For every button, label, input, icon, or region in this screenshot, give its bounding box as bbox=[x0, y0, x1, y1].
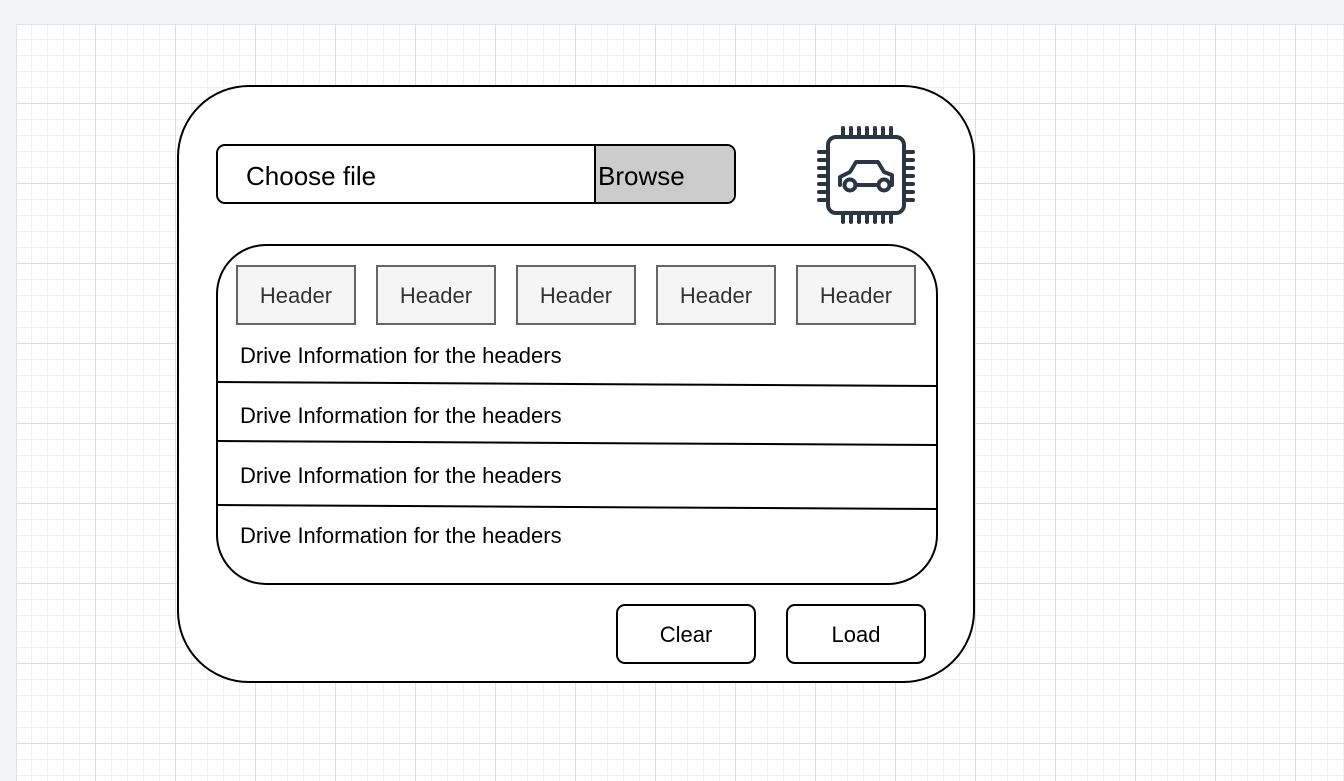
file-input[interactable]: Choose file Browse bbox=[216, 144, 736, 204]
table-header[interactable]: Header bbox=[236, 265, 356, 325]
row-divider bbox=[216, 440, 938, 446]
table-row[interactable]: Drive Information for the headers bbox=[240, 403, 562, 428]
table-header[interactable]: Header bbox=[656, 265, 776, 325]
row-divider bbox=[216, 381, 938, 387]
table-row[interactable]: Drive Information for the headers bbox=[240, 463, 562, 488]
table-header[interactable]: Header bbox=[516, 265, 636, 325]
load-button[interactable]: Load bbox=[786, 604, 926, 664]
clear-button[interactable]: Clear bbox=[616, 604, 756, 664]
table-header[interactable]: Header bbox=[796, 265, 916, 325]
browse-button[interactable]: Browse bbox=[594, 146, 734, 202]
car-chip-icon bbox=[817, 126, 915, 224]
table-header[interactable]: Header bbox=[376, 265, 496, 325]
file-input-label: Choose file bbox=[246, 161, 377, 191]
table-row[interactable]: Drive Information for the headers bbox=[240, 523, 562, 548]
table-row[interactable]: Drive Information for the headers bbox=[240, 343, 562, 368]
row-divider bbox=[216, 504, 938, 510]
